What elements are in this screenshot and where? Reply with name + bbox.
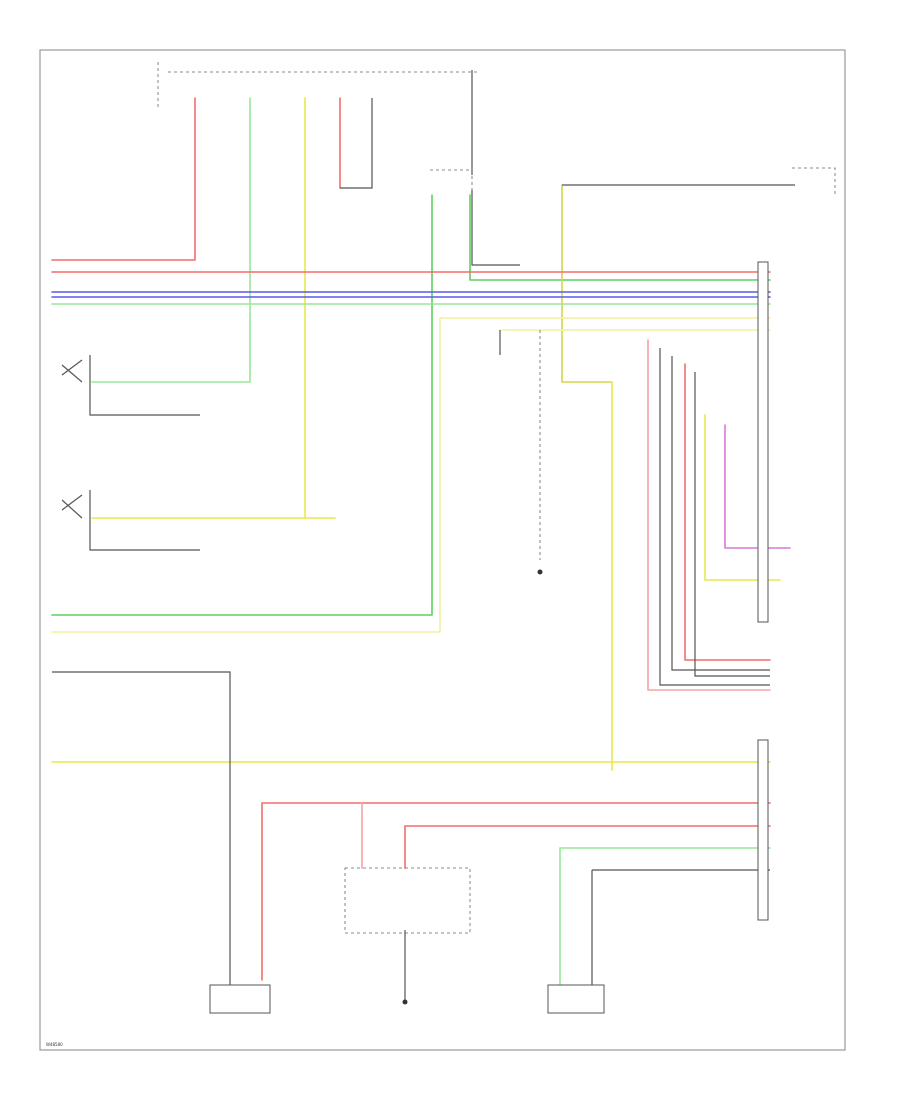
footer-code: W48580 (46, 1042, 63, 1047)
wire-gray-left-lower (52, 671, 231, 985)
left-door-switch (61, 355, 200, 416)
connector-outline-c2 (792, 167, 836, 195)
ground-terminal-center (537, 569, 543, 575)
wire-black-loop (340, 98, 373, 189)
diagram-frame (39, 49, 846, 1051)
wire-black-harness-1 (671, 356, 770, 671)
engine-control-module (757, 739, 769, 921)
fuel-pump-assembly (344, 867, 471, 934)
wire-green-center-2 (469, 194, 771, 281)
wire-gray-harness-2 (694, 372, 770, 677)
wire-red-feed-1 (51, 97, 196, 261)
body-control-module (757, 261, 769, 623)
wire-lightgreen-feed (91, 97, 251, 383)
wire-black-center-feed-2 (471, 190, 520, 266)
ground-terminal-lower (402, 999, 408, 1005)
wire-yellow-harness (704, 414, 781, 581)
wire-green-center-1 (51, 194, 433, 616)
wire-gray-harness-1 (659, 348, 770, 686)
fuel-level-sender (209, 984, 271, 1014)
wire-yellow-right-top (561, 184, 613, 383)
wire-red-harness (684, 363, 771, 661)
wire-pink-harness-1 (647, 339, 771, 691)
connector-outline-c1 (430, 169, 473, 190)
wire-lightyellow-left (51, 317, 441, 633)
evap-pressure-sensor (547, 984, 605, 1014)
top-fuse-box-outline (157, 62, 480, 110)
right-door-switch (61, 490, 200, 551)
